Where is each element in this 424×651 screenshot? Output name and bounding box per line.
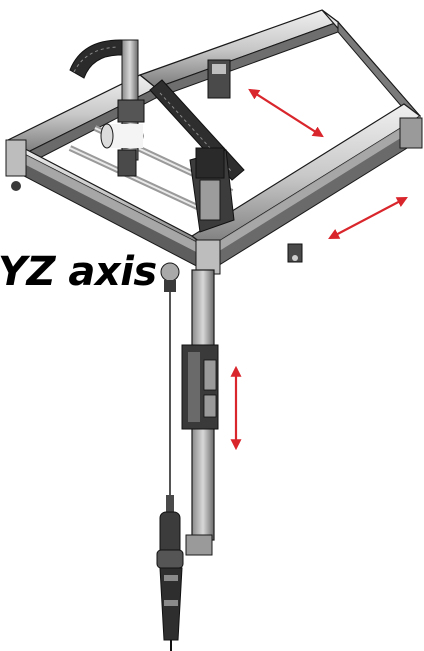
corner-brackets [5,117,423,275]
z-axis-rail [181,269,219,556]
y-axis-arrow-front [328,196,408,240]
white-cylinder [100,123,144,149]
y-axis-arrow-back [248,88,324,138]
screwdriver-tool [156,511,184,651]
axis-label: YZ axis [0,249,157,295]
mount-blocks [117,59,231,177]
frame-rail-front-right [190,103,422,273]
suspension-cable [160,262,180,513]
frame-rail-back [138,9,340,99]
y-carriage [189,147,235,233]
